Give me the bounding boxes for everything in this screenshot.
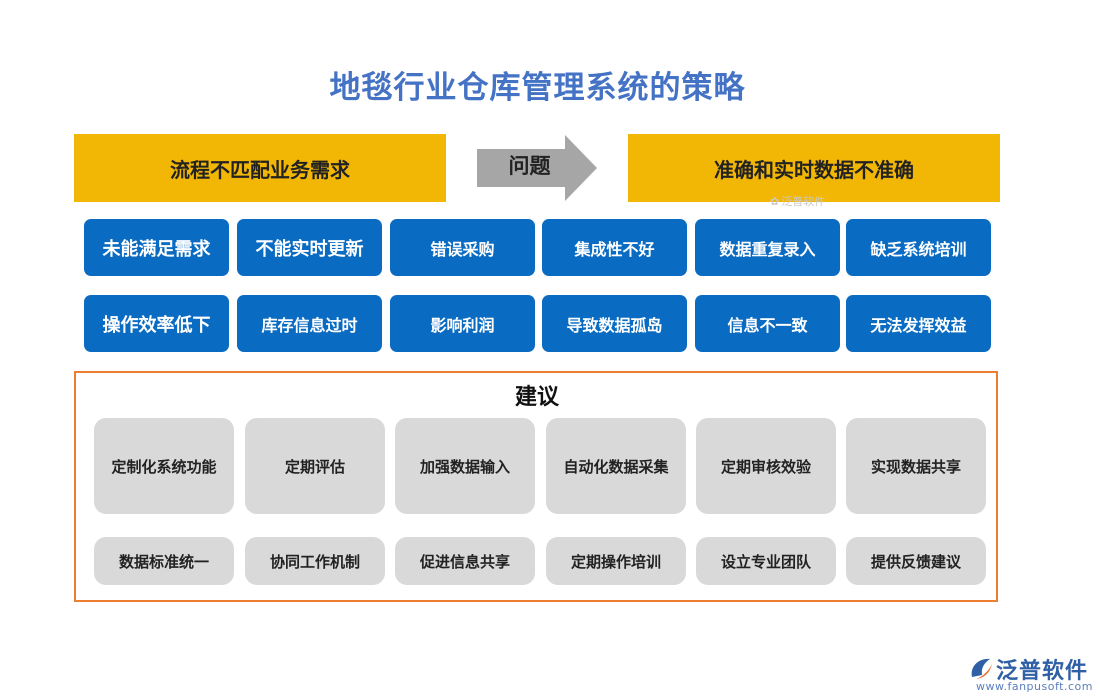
problem-box: 数据重复录入 bbox=[695, 219, 840, 276]
problem-box: 库存信息过时 bbox=[237, 295, 382, 352]
suggestion-box: 促进信息共享 bbox=[395, 537, 535, 585]
watermark-logo-icon: ✿ bbox=[770, 194, 780, 208]
issue-banner-right: 准确和实时数据不准确 bbox=[628, 134, 1000, 202]
suggestion-box: 数据标准统一 bbox=[94, 537, 234, 585]
problem-box: 缺乏系统培训 bbox=[846, 219, 991, 276]
problem-box: 操作效率低下 bbox=[84, 295, 229, 352]
problem-box: 无法发挥效益 bbox=[846, 295, 991, 352]
suggestions-title: 建议 bbox=[514, 385, 559, 410]
problem-box: 信息不一致 bbox=[695, 295, 840, 352]
suggestion-box: 定制化系统功能 bbox=[94, 418, 234, 514]
suggestion-box: 协同工作机制 bbox=[245, 537, 385, 585]
watermark-text: 泛普软件 bbox=[781, 195, 826, 208]
suggestion-box: 实现数据共享 bbox=[846, 418, 986, 514]
arrow-label: 问题 bbox=[508, 154, 551, 178]
problem-box: 影响利润 bbox=[390, 295, 535, 352]
suggestion-box: 定期审核效验 bbox=[696, 418, 836, 514]
right-arrow-icon bbox=[477, 135, 597, 201]
page-title: 地毯行业仓库管理系统的策略 bbox=[329, 70, 746, 106]
issue-banner-left: 流程不匹配业务需求 bbox=[74, 134, 446, 202]
suggestion-box: 定期评估 bbox=[245, 418, 385, 514]
fanpu-logo-icon bbox=[971, 658, 992, 679]
problem-box: 错误采购 bbox=[390, 219, 535, 276]
problem-box: 不能实时更新 bbox=[237, 219, 382, 276]
problem-box: 导致数据孤岛 bbox=[542, 295, 687, 352]
suggestion-box: 自动化数据采集 bbox=[546, 418, 686, 514]
logo-url: www.fanpusoft.com bbox=[976, 680, 1093, 693]
suggestion-box: 设立专业团队 bbox=[696, 537, 836, 585]
suggestion-box: 定期操作培训 bbox=[546, 537, 686, 585]
logo-name: 泛普软件 bbox=[996, 659, 1089, 684]
problem-box: 未能满足需求 bbox=[84, 219, 229, 276]
suggestion-box: 提供反馈建议 bbox=[846, 537, 986, 585]
suggestion-box: 加强数据输入 bbox=[395, 418, 535, 514]
suggestions-panel bbox=[74, 371, 998, 602]
watermark: ✿ 泛普软件 bbox=[770, 193, 825, 209]
problem-box: 集成性不好 bbox=[542, 219, 687, 276]
